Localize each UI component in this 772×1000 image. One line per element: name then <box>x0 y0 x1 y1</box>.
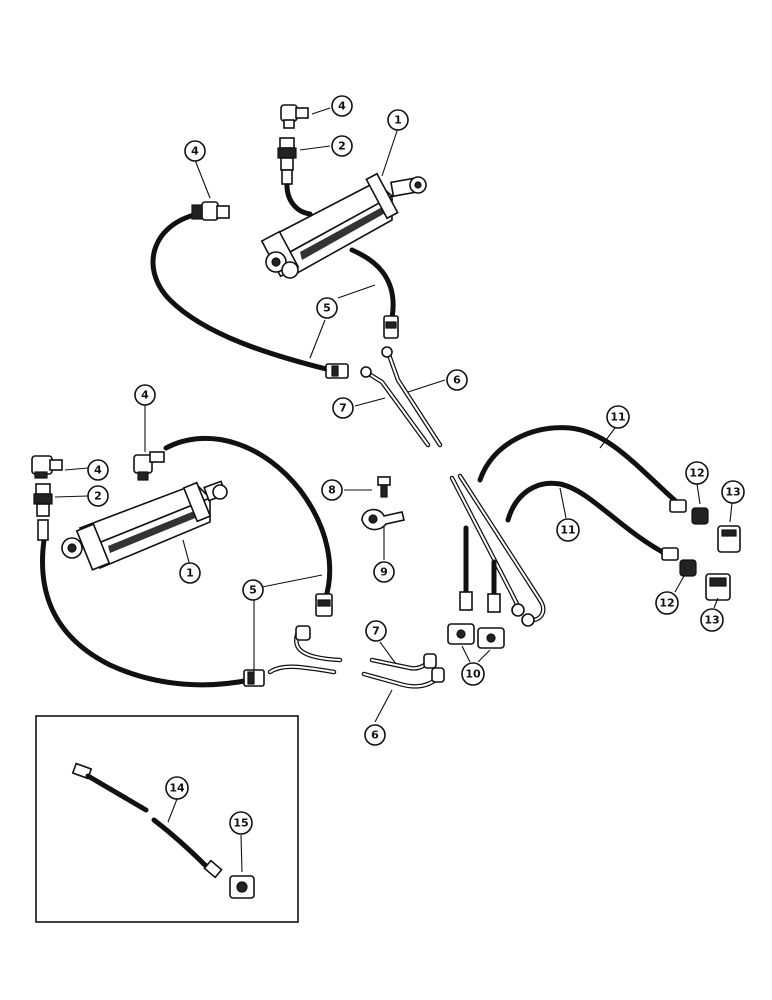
svg-text:12: 12 <box>659 597 674 610</box>
callout-c12b: 12 <box>655 591 679 615</box>
coupler-13-upper <box>717 525 741 553</box>
right-parts <box>447 425 741 663</box>
callout-c1b: 1 <box>179 562 201 584</box>
hose-11-upper <box>477 425 683 508</box>
callout-c7b: 7 <box>365 620 387 642</box>
svg-text:2: 2 <box>94 490 102 503</box>
adapter-12-lower <box>679 559 697 577</box>
upper-long-hose <box>150 211 333 373</box>
svg-text:5: 5 <box>323 302 331 315</box>
lower-left-fitting <box>33 483 53 541</box>
lower-left-elbow <box>31 455 63 479</box>
tee-fittings <box>447 623 505 649</box>
callout-c11b: 11 <box>556 518 580 542</box>
callout-c4b: 4 <box>184 140 206 162</box>
lower-cylinder <box>61 480 228 571</box>
coupler-13-lower <box>705 573 731 601</box>
svg-text:12: 12 <box>689 467 704 480</box>
callout-c13b: 13 <box>700 608 724 632</box>
svg-text:1: 1 <box>186 567 194 580</box>
svg-text:2: 2 <box>338 140 346 153</box>
svg-text:10: 10 <box>465 668 481 681</box>
svg-text:5: 5 <box>249 584 257 597</box>
lower-center-elbow <box>133 451 165 481</box>
upper-cylinder <box>260 172 427 279</box>
callout-c5b: 5 <box>242 579 264 601</box>
inset-box <box>35 715 299 923</box>
callout-c2b: 2 <box>87 485 109 507</box>
callout-c6b: 6 <box>364 724 386 746</box>
upper-hose-end-top <box>281 169 293 185</box>
svg-text:13: 13 <box>704 614 719 627</box>
svg-text:7: 7 <box>339 402 347 415</box>
callout-c9: 9 <box>373 561 395 583</box>
hose-11-lower <box>505 480 671 558</box>
svg-text:11: 11 <box>610 411 625 424</box>
svg-text:8: 8 <box>328 484 336 497</box>
svg-text:13: 13 <box>725 486 740 499</box>
callout-c7a: 7 <box>332 397 354 419</box>
center-parts <box>344 476 445 723</box>
svg-text:7: 7 <box>372 625 380 638</box>
callout-c11a: 11 <box>606 405 630 429</box>
callout-c6a: 6 <box>446 369 468 391</box>
lower-cylinder-assembly <box>31 403 343 688</box>
upper-cylinder-assembly <box>150 104 446 448</box>
svg-text:1: 1 <box>394 114 402 127</box>
inset-hose <box>85 773 149 813</box>
callout-c4c: 4 <box>134 384 156 406</box>
svg-text:4: 4 <box>191 145 199 158</box>
callout-c5a: 5 <box>316 297 338 319</box>
callout-c10: 10 <box>461 662 485 686</box>
hose-11-upper-end <box>669 499 687 513</box>
svg-text:6: 6 <box>371 729 379 742</box>
callout-c4d: 4 <box>87 459 109 481</box>
svg-text:4: 4 <box>141 389 149 402</box>
callout-c8: 8 <box>321 479 343 501</box>
svg-text:15: 15 <box>233 817 248 830</box>
upper-top-hose <box>284 179 313 217</box>
lower-long-hose <box>40 537 253 688</box>
bolt <box>377 476 391 498</box>
inset-nut <box>229 875 255 899</box>
callout-c15: 15 <box>229 811 253 835</box>
lower-loop-hose <box>163 435 333 603</box>
upper-short-hose <box>349 247 396 321</box>
svg-text:11: 11 <box>560 524 575 537</box>
upper-left-elbow <box>191 201 230 221</box>
svg-text:4: 4 <box>338 100 346 113</box>
callout-c13a: 13 <box>721 480 745 504</box>
upper-top-fitting <box>277 137 297 171</box>
callout-c2a: 2 <box>331 135 353 157</box>
svg-text:6: 6 <box>453 374 461 387</box>
adapter-12-upper <box>691 507 709 525</box>
upper-top-elbow <box>280 104 309 129</box>
callout-c12a: 12 <box>685 461 709 485</box>
svg-text:9: 9 <box>380 566 388 579</box>
callout-c4a: 4 <box>331 95 353 117</box>
svg-text:14: 14 <box>169 782 185 795</box>
callout-c14: 14 <box>165 776 189 800</box>
svg-text:4: 4 <box>94 464 102 477</box>
hose-11-lower-end <box>661 547 679 561</box>
callout-c1a: 1 <box>387 109 409 131</box>
clip <box>361 508 405 531</box>
